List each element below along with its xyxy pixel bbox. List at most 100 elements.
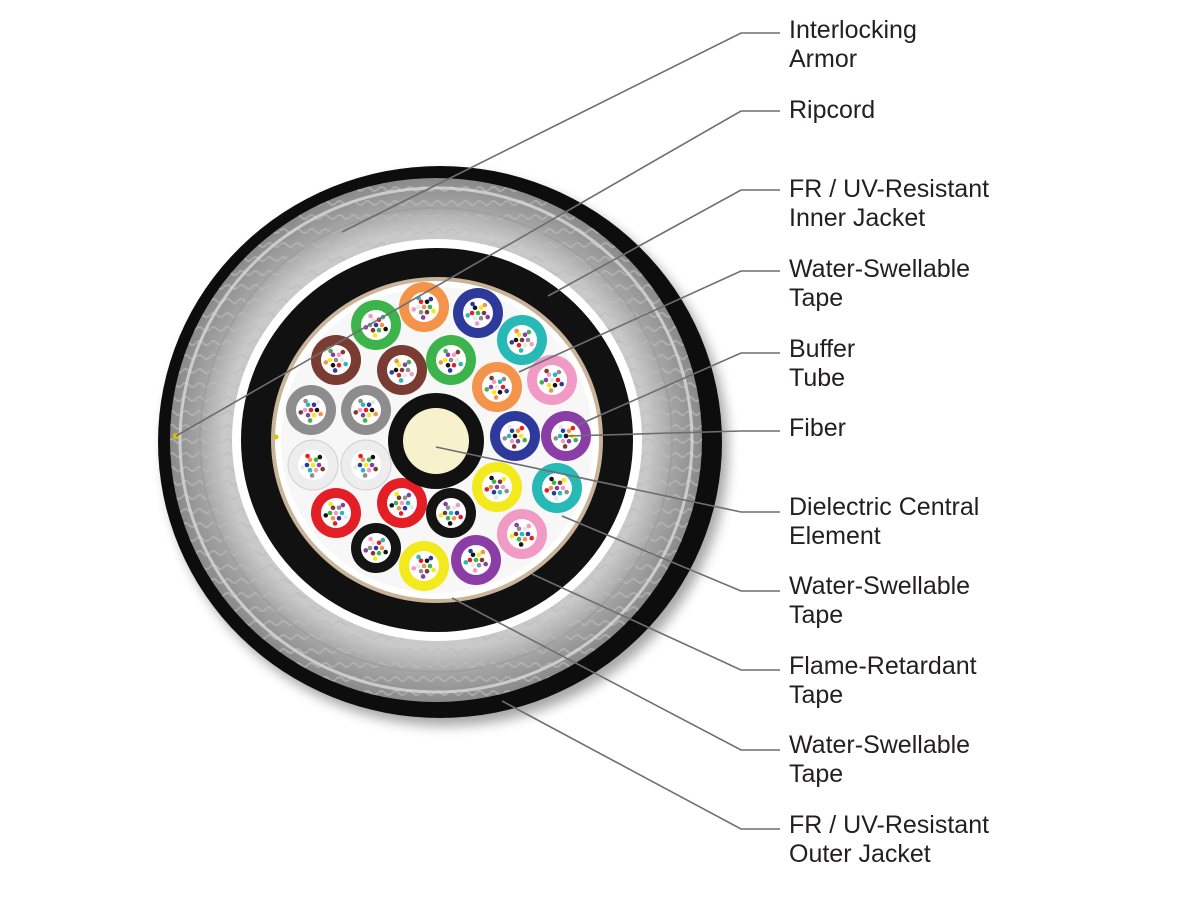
fiber	[318, 411, 323, 417]
fiber	[525, 337, 531, 343]
fiber	[330, 362, 336, 368]
fiber	[332, 521, 338, 526]
fiber	[514, 328, 519, 334]
fiber	[526, 523, 532, 529]
fiber	[420, 574, 426, 579]
fiber	[512, 433, 518, 439]
fiber	[442, 357, 448, 363]
fiber	[467, 557, 473, 563]
fiber	[560, 485, 566, 491]
callout-label-line: Buffer	[789, 335, 856, 363]
fiber	[553, 496, 559, 501]
fiber	[415, 304, 421, 310]
fiber	[552, 372, 558, 378]
fiber	[526, 329, 532, 335]
fiber	[463, 560, 469, 565]
fiber	[315, 399, 321, 405]
fiber	[529, 341, 534, 347]
fiber	[358, 453, 363, 459]
fiber	[455, 349, 461, 355]
buffer-tube-orange	[472, 362, 522, 412]
fiber	[501, 376, 507, 382]
buffer-tube-green	[426, 335, 476, 385]
fiber	[372, 556, 378, 561]
fiber	[399, 367, 405, 373]
fiber	[555, 377, 561, 383]
fiber	[451, 515, 457, 521]
fiber	[522, 526, 528, 532]
fiber	[525, 531, 531, 537]
fiber	[501, 476, 507, 482]
callout-label-line: Tape	[789, 681, 844, 709]
callout-label-line: Interlocking	[789, 16, 917, 44]
fiber	[396, 495, 402, 501]
buffer-tube-rose	[527, 355, 577, 405]
fiber	[330, 352, 336, 358]
fiber	[551, 480, 557, 486]
fiber	[424, 558, 430, 564]
fiber	[557, 480, 563, 486]
callout-label-line: FR / UV-Resistant	[789, 175, 990, 203]
fiber	[389, 370, 395, 375]
fiber	[497, 479, 503, 485]
buffer-tube-aqua	[532, 463, 582, 513]
fiber	[379, 322, 385, 328]
fiber	[488, 484, 494, 490]
fiber	[362, 418, 368, 423]
fiber	[458, 361, 463, 367]
fiber	[511, 444, 517, 449]
fiber	[363, 407, 369, 413]
fiber	[553, 436, 559, 441]
leader-line-outer-jacket	[501, 700, 780, 830]
callout-label-line: Dielectric Central	[789, 493, 980, 521]
fiber	[373, 466, 378, 472]
fiber	[559, 381, 564, 387]
buffer-tube-slate	[341, 385, 391, 435]
fiber	[358, 398, 363, 404]
fiber	[484, 487, 490, 492]
fiber	[476, 562, 482, 568]
fiber	[431, 567, 436, 573]
fiber	[305, 412, 311, 418]
fiber	[548, 485, 554, 491]
fiber	[316, 462, 322, 468]
fiber	[451, 505, 457, 511]
callout-label-line: Inner Jacket	[789, 204, 926, 232]
fiber	[394, 491, 399, 497]
fiber	[366, 412, 372, 418]
buffer-tube-brown	[377, 345, 427, 395]
fiber	[519, 425, 525, 431]
buffer-tube-black	[351, 523, 401, 573]
fiber	[399, 500, 405, 506]
fiber	[491, 479, 497, 485]
fiber	[458, 514, 463, 520]
fiber	[445, 352, 451, 358]
fiber	[455, 502, 461, 508]
callout-label-line: Armor	[789, 45, 858, 73]
fiber	[339, 357, 345, 363]
fiber	[405, 500, 411, 506]
fiber	[370, 399, 376, 405]
buffer-tube-green	[351, 300, 401, 350]
fiber	[360, 457, 366, 463]
callout-label-line: Tape	[789, 284, 844, 312]
fiber	[497, 379, 503, 385]
fiber	[468, 548, 473, 554]
fiber	[402, 495, 408, 501]
ripcord-inner	[273, 434, 279, 440]
fiber	[443, 501, 448, 507]
fiber	[370, 540, 376, 546]
buffer-tube-blue	[453, 288, 503, 338]
fiber	[336, 505, 342, 511]
fiber	[304, 462, 310, 468]
buffer-tube-orange	[399, 282, 449, 332]
buffer-tube-aqua	[497, 315, 547, 365]
fiber	[307, 457, 313, 463]
callout-label-line: Element	[789, 522, 881, 550]
fiber	[514, 522, 519, 528]
fiber	[376, 327, 382, 333]
fiber	[402, 362, 408, 368]
